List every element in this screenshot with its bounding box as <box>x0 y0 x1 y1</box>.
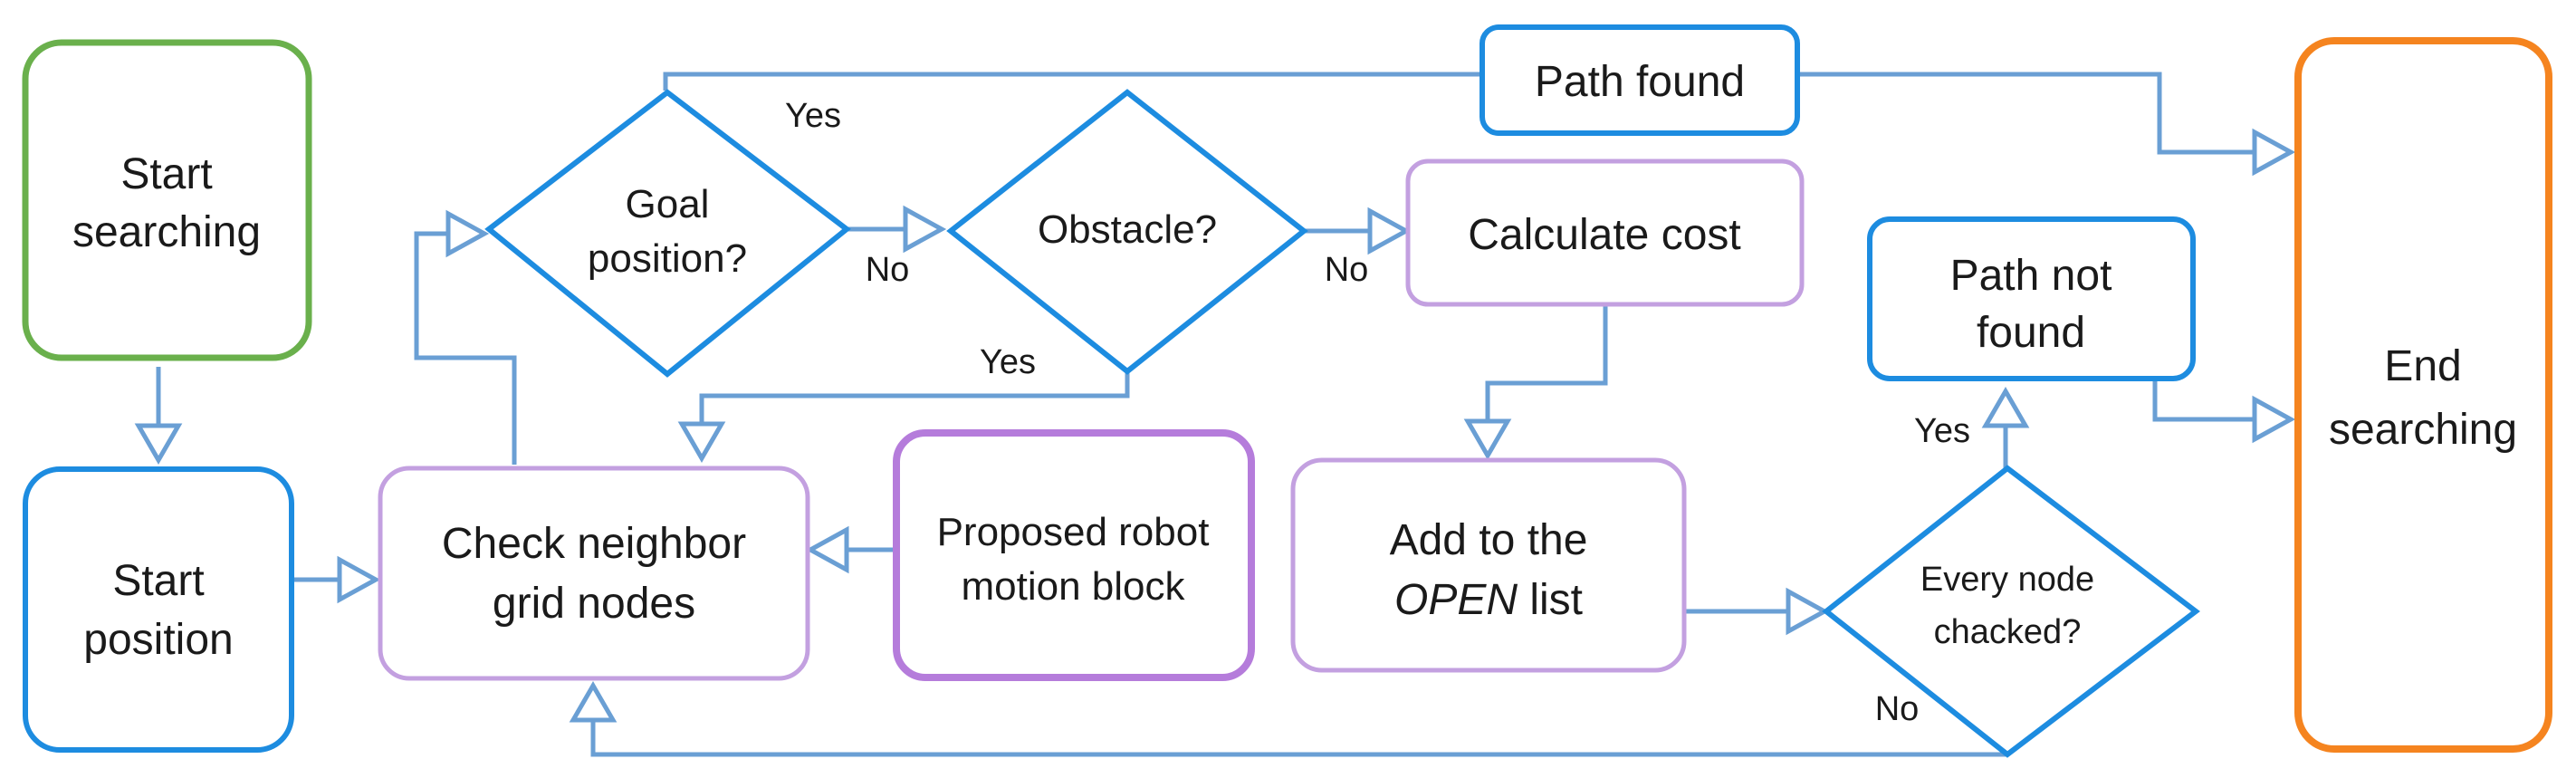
goal-position-label-2: position? <box>588 236 747 281</box>
edge-calculate-to-add-open <box>1463 306 1608 460</box>
edge-label-goal-yes: Yes <box>785 97 841 135</box>
calculate-cost-node: Calculate cost <box>1405 158 1805 307</box>
every-node-label-1: Every node <box>1920 561 2094 599</box>
edge-obstacle-yes-to-check-neighbor <box>677 373 1130 463</box>
check-neighbor-node: Check neighbor grid nodes <box>378 466 810 681</box>
check-neighbor-label-2: grid nodes <box>493 580 695 628</box>
edge-label-obstacle-no: No <box>1325 251 1369 289</box>
proposed-motion-block-node: Proposed robot motion block <box>893 429 1255 681</box>
edge-goal-no-to-obstacle <box>847 205 947 254</box>
edge-label-obstacle-yes: Yes <box>980 343 1036 381</box>
path-found-node: Path found <box>1480 24 1800 136</box>
edge-path-found-to-end <box>1797 72 2296 177</box>
add-open-list-node: Add to the OPEN list <box>1290 457 1687 673</box>
obstacle-label: Obstacle? <box>1038 207 1217 252</box>
check-neighbor-label-1: Check neighbor <box>442 520 746 568</box>
edge-label-goal-no: No <box>866 251 910 289</box>
start-position-label-1: Start <box>112 557 204 605</box>
every-node-checked-decision: Every node chacked? <box>1822 465 2200 758</box>
edge-every-no-to-check-neighbor <box>569 681 2006 757</box>
edge-label-every-yes: Yes <box>1914 412 1970 450</box>
edge-proposed-to-check-neighbor <box>805 525 895 574</box>
edge-label-every-no: No <box>1875 690 1920 728</box>
path-found-label: Path found <box>1535 58 1745 106</box>
start-position-label-2: position <box>83 616 233 664</box>
edge-goal-yes-to-path-found <box>663 72 1480 91</box>
path-not-found-node: Path not found <box>1867 216 2196 381</box>
edge-every-yes-to-path-not-found <box>1981 387 2030 468</box>
proposed-block-label-2: motion block <box>961 564 1185 609</box>
goal-position-label-1: Goal <box>626 182 710 226</box>
edge-add-open-to-every-node <box>1684 587 1830 636</box>
edge-start-searching-to-start-position <box>134 367 183 465</box>
every-node-label-2: chacked? <box>1934 613 2082 651</box>
edge-start-position-to-check-neighbor <box>292 555 381 604</box>
open-list-italic: OPEN <box>1394 576 1518 624</box>
goal-position-decision: Goal position? <box>484 89 851 378</box>
calculate-cost-label: Calculate cost <box>1468 211 1740 259</box>
end-searching-label-2: searching <box>2329 406 2517 454</box>
edge-path-not-found-to-end <box>2152 379 2296 444</box>
path-not-found-label-1: Path not <box>1950 252 2112 300</box>
add-open-label-1: Add to the <box>1390 516 1588 564</box>
start-searching-label-2: searching <box>72 208 261 256</box>
edge-check-neighbor-to-goal <box>414 209 517 465</box>
end-searching-label-1: End <box>2384 342 2461 390</box>
start-position-node: Start position <box>23 466 294 753</box>
proposed-block-label-1: Proposed robot <box>937 510 1210 554</box>
add-open-label-2: OPEN list <box>1394 576 1583 624</box>
start-searching-label-1: Start <box>120 150 212 198</box>
end-searching-node: End searching <box>2294 37 2552 753</box>
open-list-rest: list <box>1518 576 1583 624</box>
edge-obstacle-no-to-calculate <box>1304 207 1412 255</box>
obstacle-decision: Obstacle? <box>946 89 1308 375</box>
start-searching-node: Start searching <box>22 39 312 361</box>
path-not-found-label-2: found <box>1977 309 2085 357</box>
